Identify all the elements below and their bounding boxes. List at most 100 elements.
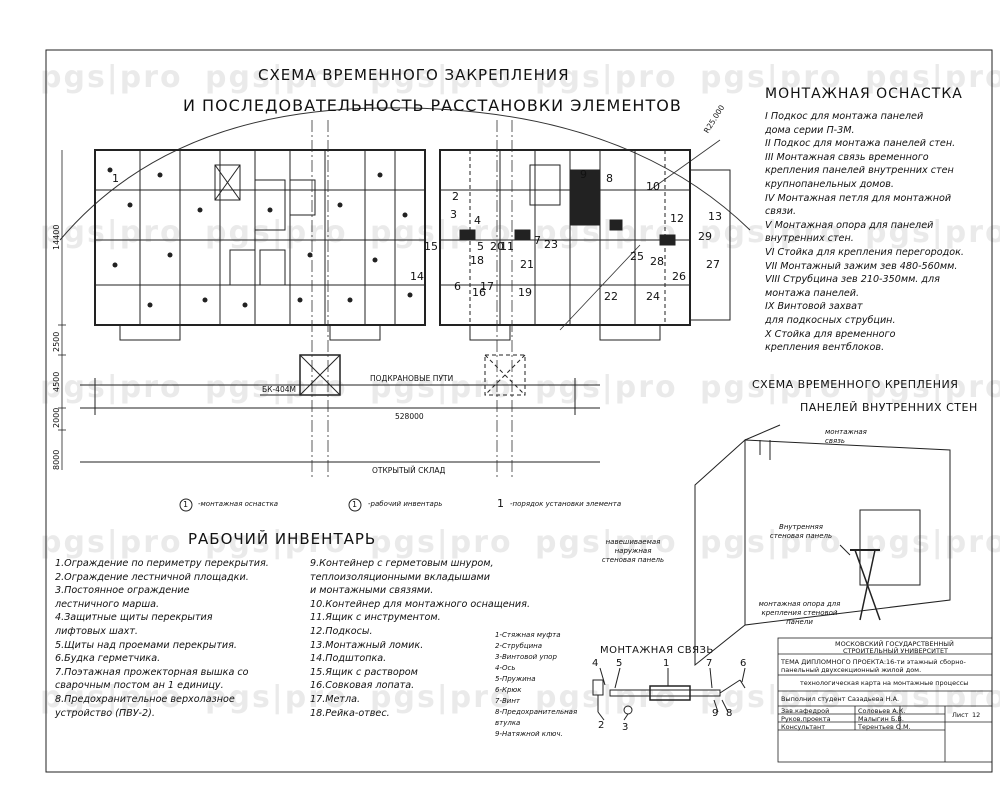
inventory-column-2: 9.Контейнер с герметовым шнуром, теплоиз… bbox=[310, 557, 530, 720]
inventory-item: 7.Поэтажная прожекторная вышка со bbox=[55, 666, 249, 678]
crane-radius-arc bbox=[59, 107, 751, 241]
plan-number: 22 bbox=[604, 290, 618, 303]
link-part-item: 2-Струбцина bbox=[495, 642, 543, 650]
rigging-title: МОНТАЖНАЯ ОСНАСТКА bbox=[765, 86, 963, 102]
plan-number: 5 bbox=[477, 240, 484, 253]
plan-number: 17 bbox=[480, 280, 494, 293]
plan-number: 19 bbox=[518, 286, 532, 299]
title-block-role: Консультант bbox=[781, 723, 826, 731]
plan-number: 21 bbox=[520, 258, 534, 271]
link-part-item: 7-Винт bbox=[495, 697, 520, 705]
inventory-item: 8.Предохранительное верхолазное bbox=[55, 693, 235, 705]
university-line-2: СТРОИТЕЛЬНЫЙ УНИВЕРСИТЕТ bbox=[843, 647, 949, 655]
plan-number: 24 bbox=[646, 290, 660, 303]
inventory-item: 9.Контейнер с герметовым шнуром, bbox=[310, 558, 494, 569]
title-block-role: Зав.кафедрой bbox=[781, 707, 830, 715]
rigging-item: крупнопанельных домов. bbox=[765, 178, 894, 190]
rigging-item: крепления вентблоков. bbox=[765, 342, 885, 354]
plan-number: 26 bbox=[672, 270, 686, 283]
link-callout: 3 bbox=[622, 722, 629, 733]
crane-position-2 bbox=[484, 354, 526, 396]
inventory-item: 14.Подштопка. bbox=[310, 653, 387, 665]
legend-1-text: -монтажная оснастка bbox=[198, 500, 279, 508]
inventory-item: 16.Совковая лопата. bbox=[310, 680, 415, 692]
rigging-item: I Подкос для монтажа панелей bbox=[765, 111, 924, 122]
inventory-item: лифтовых шахт. bbox=[55, 625, 138, 637]
university-line-1: МОСКОВСКИЙ ГОСУДАРСТВЕННЫЙ bbox=[835, 640, 954, 648]
dim-left-a: 2500 bbox=[52, 331, 61, 352]
plan-number: 18 bbox=[470, 254, 484, 267]
rigging-item: VI Стойка для крепления перегородок. bbox=[765, 246, 964, 258]
link-detail-title: МОНТАЖНАЯ СВЯЗЬ bbox=[600, 645, 714, 656]
rigging-item: связи. bbox=[765, 206, 797, 218]
plan-number: 28 bbox=[650, 255, 664, 268]
plan-number: 13 bbox=[708, 210, 722, 223]
link-callout: 1 bbox=[663, 658, 670, 669]
link-callout: 8 bbox=[726, 708, 733, 719]
link-part-item: 4-Ось bbox=[495, 664, 516, 672]
rigging-item: монтажа панелей. bbox=[765, 287, 860, 299]
inventory-item: 1.Ограждение по периметру перекрытия. bbox=[55, 558, 269, 569]
topic-line-1: ТЕМА ДИПЛОМНОГО ПРОЕКТА:16-ти этажный сб… bbox=[781, 658, 966, 666]
rigging-item: дома серии П-3М. bbox=[765, 124, 855, 136]
crane-tracks bbox=[80, 354, 600, 463]
plan-number: 16 bbox=[472, 286, 486, 299]
main-title-line2: И ПОСЛЕДОВАТЕЛЬНОСТЬ РАССТАНОВКИ ЭЛЕМЕНТ… bbox=[183, 96, 682, 115]
plan-number: 4 bbox=[474, 214, 481, 227]
inventory-title: РАБОЧИЙ ИНВЕНТАРЬ bbox=[188, 530, 377, 548]
legend-symbols bbox=[179, 498, 362, 512]
title-block-name: Малыгин Б.В. bbox=[858, 715, 904, 723]
sheet-number: 12 bbox=[972, 711, 981, 719]
inventory-item: сварочным постом ан 1 единицу. bbox=[55, 680, 224, 692]
link-part-item: 3-Винтовой упор bbox=[495, 653, 557, 661]
link-callout: 4 bbox=[592, 658, 599, 669]
plan-number: 23 bbox=[544, 238, 558, 251]
track-length: 528000 bbox=[395, 412, 424, 421]
rigging-item: II Подкос для монтажа панелей стен. bbox=[765, 138, 956, 150]
rigging-item: V Монтажная опора для панелей bbox=[765, 219, 934, 231]
plan-number: 11 bbox=[500, 240, 514, 253]
inventory-item: 2.Ограждение лестничной площадки. bbox=[55, 571, 249, 583]
plan-number: 2 bbox=[452, 190, 459, 203]
inventory-item: и монтажными связями. bbox=[310, 585, 434, 597]
rigging-item: IX Винтовой захват bbox=[765, 301, 863, 313]
rigging-item: для подкосных струбцин. bbox=[765, 314, 896, 326]
sheet-topic: технологическая карта на монтажные проце… bbox=[800, 679, 969, 687]
link-callout: 2 bbox=[598, 720, 605, 731]
crane-tracks-label: ПОДКРАНОВЫЕ ПУТИ bbox=[370, 374, 454, 383]
rigging-item: X Стойка для временного bbox=[765, 328, 896, 340]
plan-number: 27 bbox=[706, 258, 720, 271]
dimension-lines bbox=[58, 150, 66, 470]
legend-3-symbol: 1 bbox=[497, 497, 504, 510]
temp-fix-label-link: монтажная связь bbox=[825, 428, 867, 445]
inventory-item: 15.Ящик с раствором bbox=[310, 666, 418, 678]
crane-label: БК-404М bbox=[262, 385, 296, 394]
inventory-item: 12.Подкосы. bbox=[310, 625, 373, 637]
plan-number: 25 bbox=[630, 250, 644, 263]
plan-number: 10 bbox=[646, 180, 660, 193]
warehouse-label: ОТКРЫТЫЙ СКЛАД bbox=[372, 466, 446, 475]
rigging-item: IV Монтажная петля для монтажной bbox=[765, 192, 952, 204]
link-callout: 9 bbox=[712, 708, 719, 719]
inventory-item: лестничного марша. bbox=[55, 598, 160, 610]
inventory-item: 18.Рейка-отвес. bbox=[310, 707, 390, 719]
dim-left-c: 2000 bbox=[52, 407, 61, 428]
plan-number: 15 bbox=[424, 240, 438, 253]
inventory-item: 11.Ящик с инструментом. bbox=[310, 612, 441, 624]
link-part-item: 5-Пружина bbox=[495, 675, 536, 683]
rigging-item: крепления панелей внутренних стен bbox=[765, 165, 954, 177]
link-callout: 5 bbox=[616, 658, 623, 669]
sheet-label: Лист bbox=[952, 711, 969, 719]
title-block-name: Соловьев А.К. bbox=[858, 707, 906, 715]
main-title-line1: СХЕМА ВРЕМЕННОГО ЗАКРЕПЛЕНИЯ bbox=[258, 66, 570, 84]
plan-number: 1 bbox=[112, 172, 119, 185]
plan-number: 9 bbox=[580, 168, 587, 181]
plan-number: 20 bbox=[490, 240, 504, 253]
inventory-item: 5.Щиты над проемами перекрытия. bbox=[55, 639, 237, 651]
plan-number: 14 bbox=[410, 270, 424, 283]
temp-fix-label-inner: Внутренняя стеновая панель bbox=[769, 523, 833, 540]
inventory-item: 6.Будка герметчика. bbox=[55, 653, 161, 665]
